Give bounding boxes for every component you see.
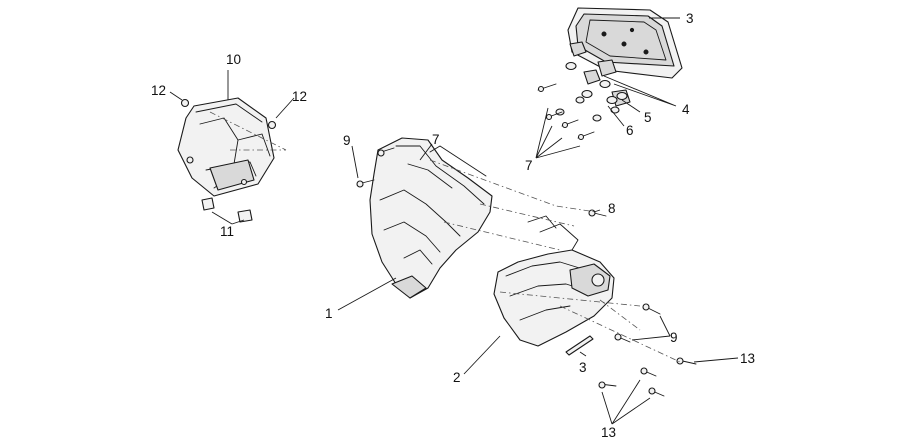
callout-5: 5 <box>644 110 652 125</box>
callout-10: 10 <box>226 52 241 67</box>
callout-12-right: 12 <box>292 89 307 104</box>
callout-3-pin: 3 <box>579 360 587 375</box>
callout-12-left: 12 <box>151 83 166 98</box>
callout-9-right: 9 <box>670 330 678 345</box>
pin <box>565 335 594 356</box>
housing-screws <box>588 209 697 397</box>
cover-clips <box>201 197 253 223</box>
lower-housing <box>493 215 615 347</box>
callout-6: 6 <box>626 123 634 138</box>
callout-9-left: 9 <box>343 133 351 148</box>
support-bracket <box>369 137 493 299</box>
callout-labels: 3 4 5 6 7 10 12 12 11 7 9 8 1 2 3 9 13 1… <box>151 11 755 438</box>
callout-13-right: 13 <box>740 351 755 366</box>
callout-1: 1 <box>325 306 333 321</box>
callout-4: 4 <box>682 102 690 117</box>
leader-lines <box>169 17 739 425</box>
bracket-screws <box>356 147 395 188</box>
cluster-grommets <box>555 41 631 122</box>
assembly-lines <box>209 111 681 363</box>
callout-13-bottom: 13 <box>601 425 616 438</box>
cover-screws <box>180 98 277 130</box>
callout-8: 8 <box>608 201 616 216</box>
callout-7-bracket: 7 <box>432 132 440 147</box>
front-cover <box>177 97 275 197</box>
callout-7-cluster: 7 <box>525 158 533 173</box>
cluster-screws <box>537 83 595 141</box>
callout-3-cluster: 3 <box>686 11 694 26</box>
callout-2: 2 <box>453 370 461 385</box>
instrument-cluster <box>567 7 683 79</box>
callout-11: 11 <box>220 224 234 239</box>
